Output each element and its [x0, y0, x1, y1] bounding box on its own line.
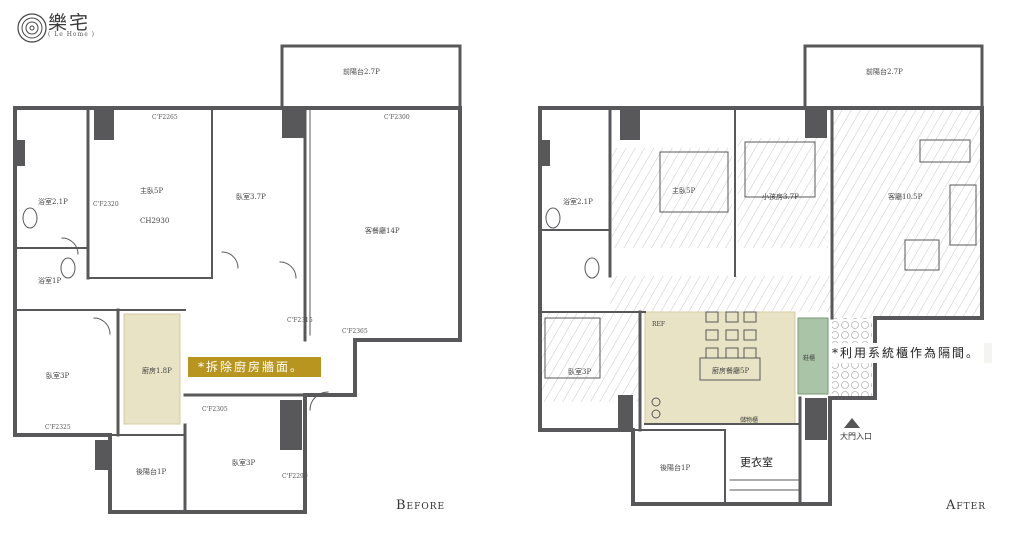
label-after-fridge: REF — [652, 321, 665, 328]
before-dimensions: C'F2265 C'F2300 C'F2320 C'F2315 C'F2365 … — [45, 114, 410, 480]
before-balcony-top — [280, 44, 462, 110]
callout-before: *拆除廚房牆面。 — [188, 357, 321, 377]
before-caption: Before — [396, 498, 446, 513]
dim-cf2265: C'F2265 — [152, 114, 178, 121]
label-before-balcony: 前陽台2.7P — [343, 67, 380, 76]
entrance-arrow-icon — [844, 418, 860, 428]
label-before-living: 客餐廳14P — [365, 226, 400, 235]
brand-tagline: ( Le Home ) — [48, 31, 96, 38]
after-kitchen-highlight — [644, 311, 796, 425]
label-after-bath-a: 浴室2.1P — [563, 197, 593, 206]
label-before-bedroom-37: 臥室3.7P — [236, 192, 266, 201]
brand-name: 樂宅 — [48, 12, 91, 34]
label-after-master: 主臥5P — [672, 186, 695, 195]
after-master-floor — [612, 148, 732, 248]
label-after-kitchen: 廚房餐廳5P — [712, 366, 749, 375]
after-outer-wall — [538, 106, 984, 506]
label-before-master: 主臥5P — [140, 186, 163, 195]
label-after-storage: 儲物櫃 — [740, 416, 758, 424]
dim-cf2290: C'F2290 — [282, 473, 308, 480]
before-kitchen-highlight — [123, 313, 181, 425]
after-caption: After — [946, 498, 986, 513]
label-after-shoe-cabinet: 鞋櫃 — [803, 354, 815, 362]
label-before-bedroom-left: 臥室3P — [46, 371, 69, 380]
label-after-entrance: 大門入口 — [840, 431, 872, 441]
label-after-small-master: 小孩房3.7P — [762, 192, 799, 201]
dim-cf2365: C'F2365 — [342, 328, 368, 335]
callout-after: *利用系統櫃作為隔間。 — [832, 343, 984, 363]
label-before-bath-b: 浴室1P — [38, 276, 61, 285]
label-before-bedroom-bottom: 臥室3P — [232, 458, 255, 467]
before-plan — [13, 44, 462, 514]
before-labels: 前陽台2.7P 浴室2.1P 主臥5P CH2930 臥室3.7P 客餐廳14P… — [38, 67, 400, 476]
after-balcony-top — [803, 44, 984, 110]
dim-cf2305: C'F2305 — [202, 406, 228, 413]
after-labels: 前陽台2.7P 浴室2.1P 主臥5P 小孩房3.7P 客廳10.5P 臥室3P… — [563, 67, 923, 472]
dim-cf2315: C'F2315 — [287, 317, 313, 324]
label-before-kitchen: 廚房1.8P — [142, 366, 172, 375]
after-living-floor — [832, 108, 982, 318]
label-after-rear-balcony: 後陽台1P — [660, 463, 690, 472]
after-plan — [538, 44, 984, 506]
label-after-living: 客廳10.5P — [888, 192, 923, 201]
label-before-rear-balcony: 後陽台1P — [136, 467, 166, 476]
after-hallway-floor — [610, 276, 832, 312]
label-after-bedroom: 臥室3P — [568, 367, 591, 376]
dim-cf2325: C'F2325 — [45, 424, 71, 431]
after-partition-cabinet — [797, 317, 829, 395]
label-after-closet: 更衣室 — [740, 455, 773, 469]
brand-logo-icon — [17, 13, 47, 43]
label-after-balcony: 前陽台2.7P — [866, 67, 903, 76]
after-small-room-floor — [738, 138, 828, 248]
label-before-master-ch: CH2930 — [140, 217, 169, 225]
label-before-bath-a: 浴室2.1P — [38, 197, 68, 206]
dim-cf2300: C'F2300 — [384, 114, 410, 121]
after-bedroom-floor — [540, 312, 640, 402]
dim-cf2320: C'F2320 — [93, 201, 119, 208]
